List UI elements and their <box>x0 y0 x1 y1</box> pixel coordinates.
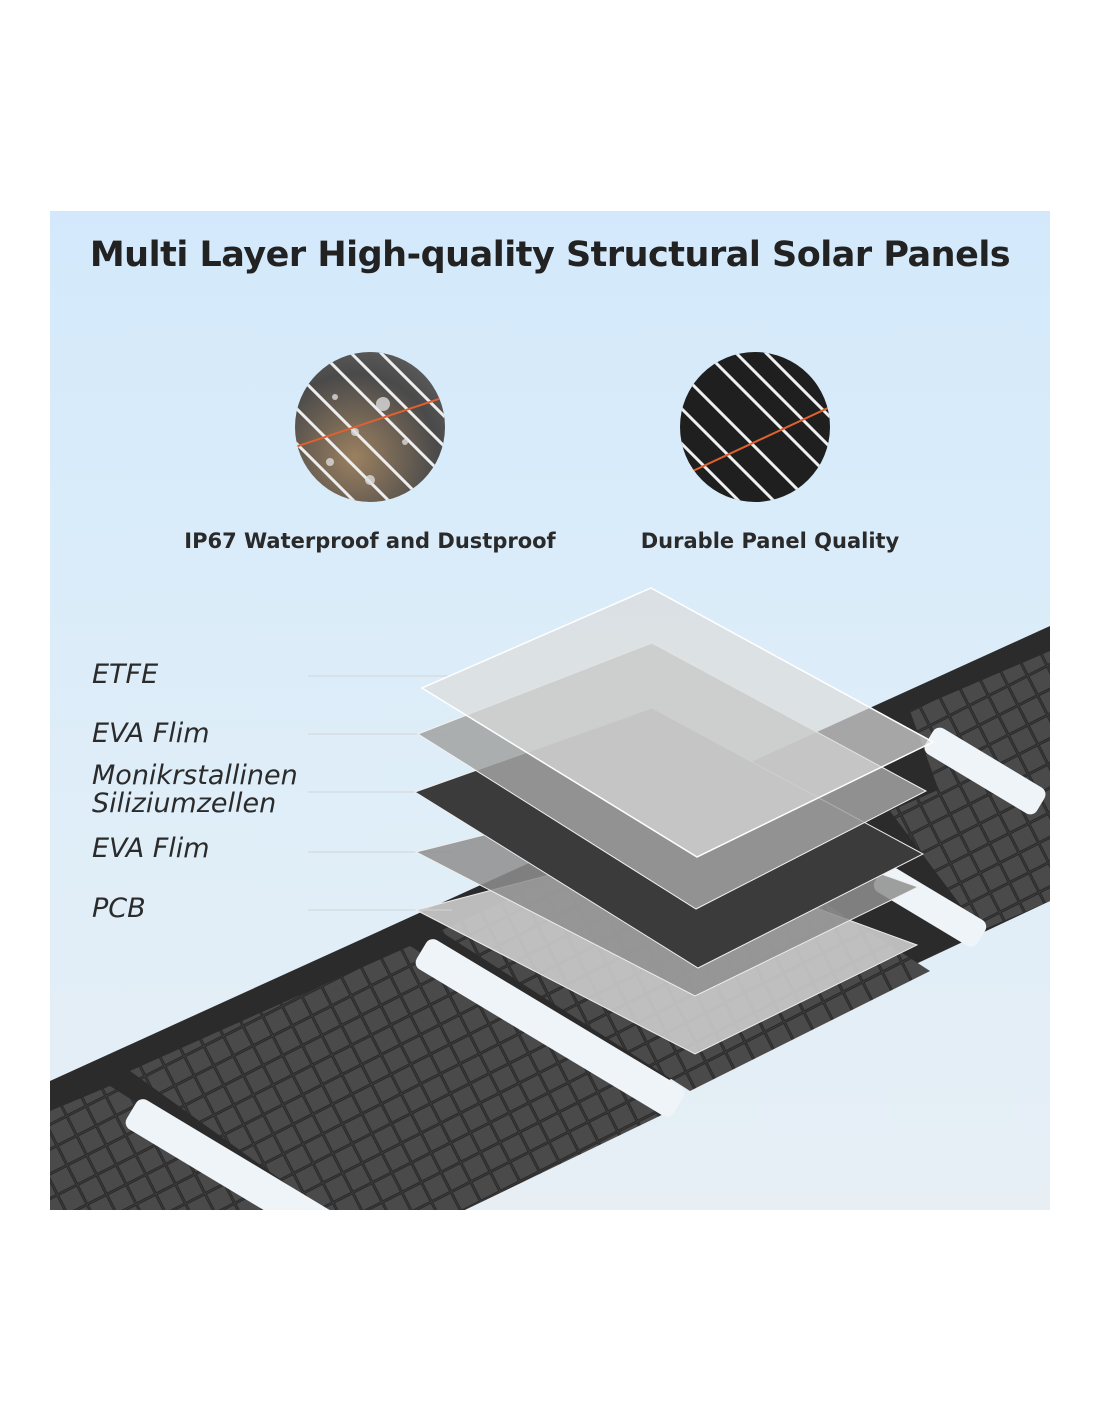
layer-etfe <box>420 587 935 858</box>
page-title: Multi Layer High-quality Structural Sola… <box>89 235 1011 275</box>
solar-panel-illustration <box>50 587 1050 1210</box>
infographic-panel: Multi Layer High-quality Structural Sola… <box>50 211 1050 1210</box>
layer-label-pcb: PCB <box>92 893 146 924</box>
feature-durable-label: Durable Panel Quality <box>640 529 900 553</box>
layer-label-etfe: ETFE <box>92 659 159 690</box>
layer-label-eva-film-upper: EVA Flim <box>92 718 210 749</box>
solar-cell-closeup-icon <box>680 352 830 502</box>
layer-label-eva-film-lower: EVA Flim <box>92 833 210 864</box>
layer-label-silicon-cells: Monikrstallinen Siliziumzellen <box>92 760 298 819</box>
feature-waterproof-label: IP67 Waterproof and Dustproof <box>184 529 556 553</box>
water-droplets-icon <box>295 352 445 502</box>
